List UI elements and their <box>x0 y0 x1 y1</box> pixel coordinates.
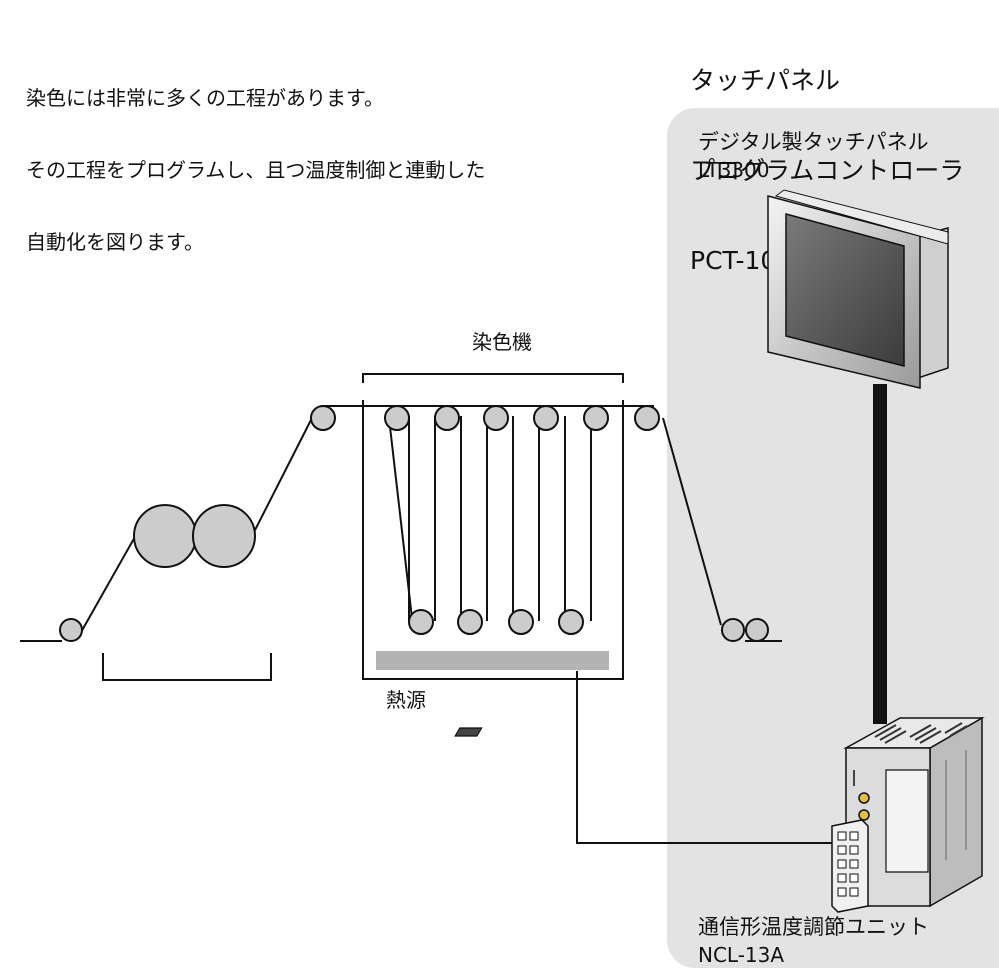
rollers <box>59 405 769 642</box>
touch-panel-name: デジタル製タッチパネル <box>698 130 929 154</box>
squeeze-roller-left <box>133 504 197 568</box>
touch-panel-model: LT3300 <box>698 158 770 182</box>
vent-slot <box>454 727 483 737</box>
product-title-line-2: プログラムコントローラ <box>690 156 965 185</box>
roller-bottom <box>457 609 483 635</box>
roller-top <box>533 405 559 431</box>
roller-exit <box>745 618 769 642</box>
control-unit <box>454 716 985 913</box>
dyeing-machine-label: 染色機 <box>472 330 532 354</box>
touch-panel-rear <box>917 227 949 380</box>
status-led-2 <box>858 809 870 821</box>
roller-top-right <box>634 405 660 431</box>
heat-source-label: 熱源 <box>386 688 426 712</box>
roller-top <box>483 405 509 431</box>
dyeing-machine <box>362 373 624 680</box>
roller-exit <box>721 618 745 642</box>
touch-panel-top-edge <box>774 189 949 245</box>
roller-top <box>583 405 609 431</box>
roller-bracket <box>102 653 272 681</box>
heater-signal-line <box>576 671 835 844</box>
roller-bottom <box>408 609 434 635</box>
roller-entry <box>59 618 83 642</box>
squeeze-roller-right <box>192 504 256 568</box>
heater-bar <box>376 651 609 670</box>
product-title-line-1: タッチパネル <box>690 66 841 95</box>
machine-tank <box>362 400 624 680</box>
touch-panel <box>767 189 949 389</box>
roller-bottom <box>508 609 534 635</box>
description-line-1: 染色には非常に多くの工程があります。 <box>26 86 384 110</box>
roller-bottom <box>558 609 584 635</box>
control-unit-vents <box>874 722 968 744</box>
terminal-screws <box>837 831 859 897</box>
description-line-3: 自動化を図ります。 <box>26 230 204 254</box>
roller-top-left <box>310 405 336 431</box>
fabric-path <box>20 405 782 642</box>
status-led-1 <box>858 792 870 804</box>
description-line-2: その工程をプログラムし、且つ温度制御と連動した <box>26 158 486 182</box>
communication-cable <box>873 384 887 724</box>
roller-top <box>384 405 410 431</box>
control-unit-side <box>929 716 983 908</box>
control-unit-label-plate <box>885 769 929 873</box>
control-unit-name: 通信形温度調節ユニット <box>698 915 929 939</box>
roller-top <box>434 405 460 431</box>
touch-panel-screen <box>785 213 905 367</box>
machine-bracket <box>362 373 624 383</box>
control-unit-model: NCL-13A <box>698 943 785 967</box>
description-text: 染色には非常に多くの工程があります。 その工程をプログラムし、且つ温度制御と連動… <box>26 38 485 278</box>
